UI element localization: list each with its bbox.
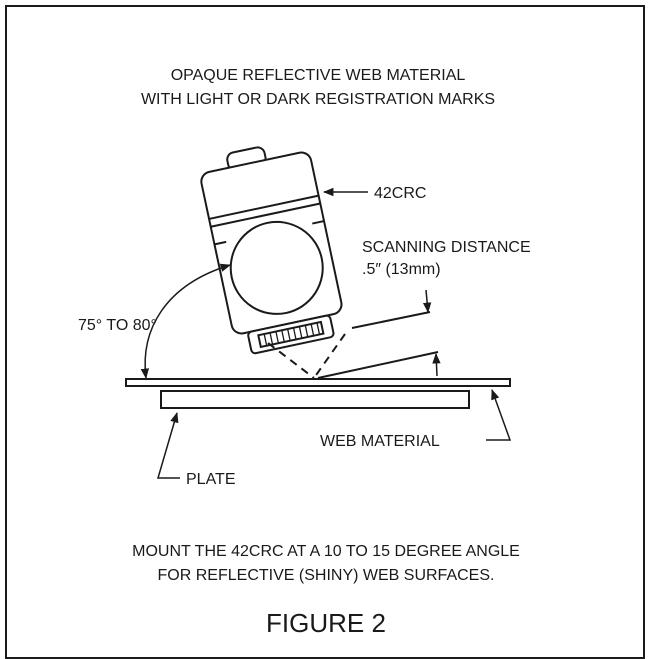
plate [160, 390, 470, 409]
sensor-42crc [200, 146, 343, 355]
footer-line-2: FOR REFLECTIVE (SHINY) WEB SURFACES. [158, 567, 495, 584]
scan-extension-bottom [317, 351, 439, 379]
label-angle: 75° TO 80° [78, 317, 157, 334]
label-plate: PLATE [186, 471, 236, 488]
label-scanning-distance: SCANNING DISTANCE [362, 239, 531, 256]
leader-plate [156, 411, 180, 479]
header-line-2: WITH LIGHT OR DARK REGISTRATION MARKS [141, 91, 495, 108]
scan-arrow-bottom [432, 352, 441, 377]
label-scanning-distance-value: .5″ (13mm) [362, 261, 441, 278]
label-42crc: 42CRC [374, 185, 426, 202]
header-line-1: OPAQUE REFLECTIVE WEB MATERIAL [171, 67, 466, 84]
angle-arc [140, 263, 232, 380]
web-material [125, 378, 511, 387]
figure-caption: FIGURE 2 [266, 608, 386, 638]
leader-web-material [486, 389, 512, 441]
sensor-lens [229, 220, 324, 315]
light-beam [267, 333, 346, 379]
scan-arrow-top [422, 289, 432, 314]
footer-line-1: MOUNT THE 42CRC AT A 10 TO 15 DEGREE ANG… [132, 543, 520, 560]
label-web-material: WEB MATERIAL [320, 433, 440, 450]
scan-extension-top [351, 311, 431, 329]
